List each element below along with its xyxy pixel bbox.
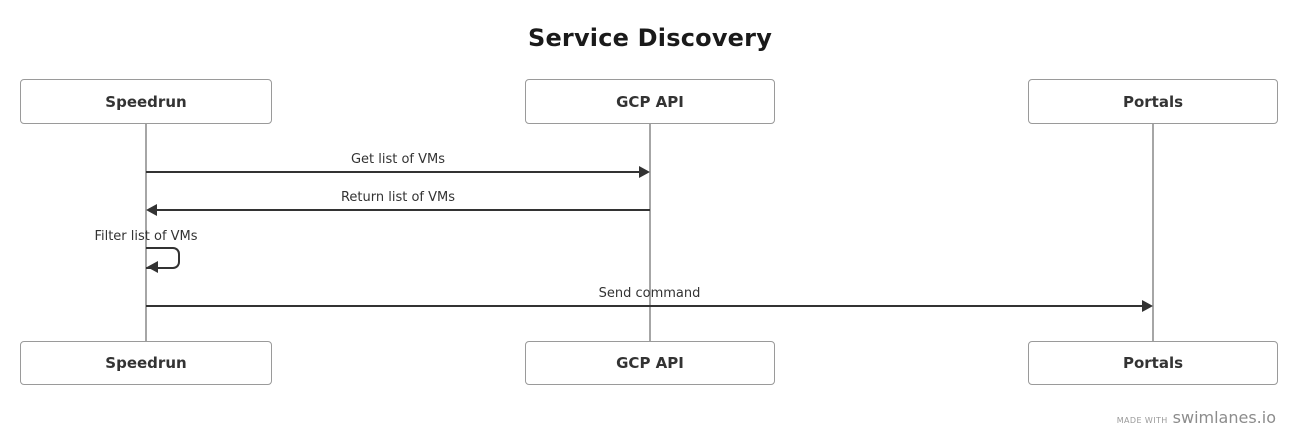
- actor-box-top-gcp-api: GCP API: [525, 79, 775, 124]
- message-label-get-list-of-vms: Get list of VMs: [350, 152, 446, 167]
- actor-box-top-portals: Portals: [1028, 79, 1278, 124]
- actor-label: GCP API: [616, 92, 684, 111]
- actor-box-bottom-gcp-api: GCP API: [525, 341, 775, 385]
- lifeline-gcp-api: [649, 124, 651, 342]
- made-with-label: MADE WITH: [1116, 416, 1168, 425]
- arrowhead-left-icon: [147, 261, 158, 273]
- self-message-loop: [146, 247, 180, 269]
- arrowhead-right-icon: [639, 166, 650, 178]
- swimlanes-brand-link[interactable]: swimlanes.io: [1172, 408, 1276, 427]
- diagram-title: Service Discovery: [527, 24, 773, 52]
- actor-label: Portals: [1122, 92, 1184, 111]
- message-label-filter-list-of-vms: Filter list of VMs: [94, 229, 198, 244]
- message-arrow-line: [146, 305, 1143, 307]
- message-arrow-line: [157, 209, 650, 211]
- actor-label: Speedrun: [105, 354, 187, 372]
- actor-box-bottom-portals: Portals: [1028, 341, 1278, 385]
- actor-label: GCP API: [616, 354, 684, 372]
- message-label-send-command: Send command: [598, 286, 701, 301]
- footer-attribution: MADE WITH swimlanes.io: [1117, 408, 1276, 427]
- actor-box-top-speedrun: Speedrun: [20, 79, 272, 124]
- arrowhead-left-icon: [146, 204, 157, 216]
- actor-box-bottom-speedrun: Speedrun: [20, 341, 272, 385]
- actor-label: Speedrun: [105, 92, 187, 111]
- actor-label: Portals: [1122, 354, 1184, 372]
- message-arrow-line: [146, 171, 640, 173]
- message-label-return-list-of-vms: Return list of VMs: [340, 190, 456, 205]
- lifeline-speedrun: [145, 124, 147, 342]
- lifeline-portals: [1152, 124, 1154, 342]
- arrowhead-right-icon: [1142, 300, 1153, 312]
